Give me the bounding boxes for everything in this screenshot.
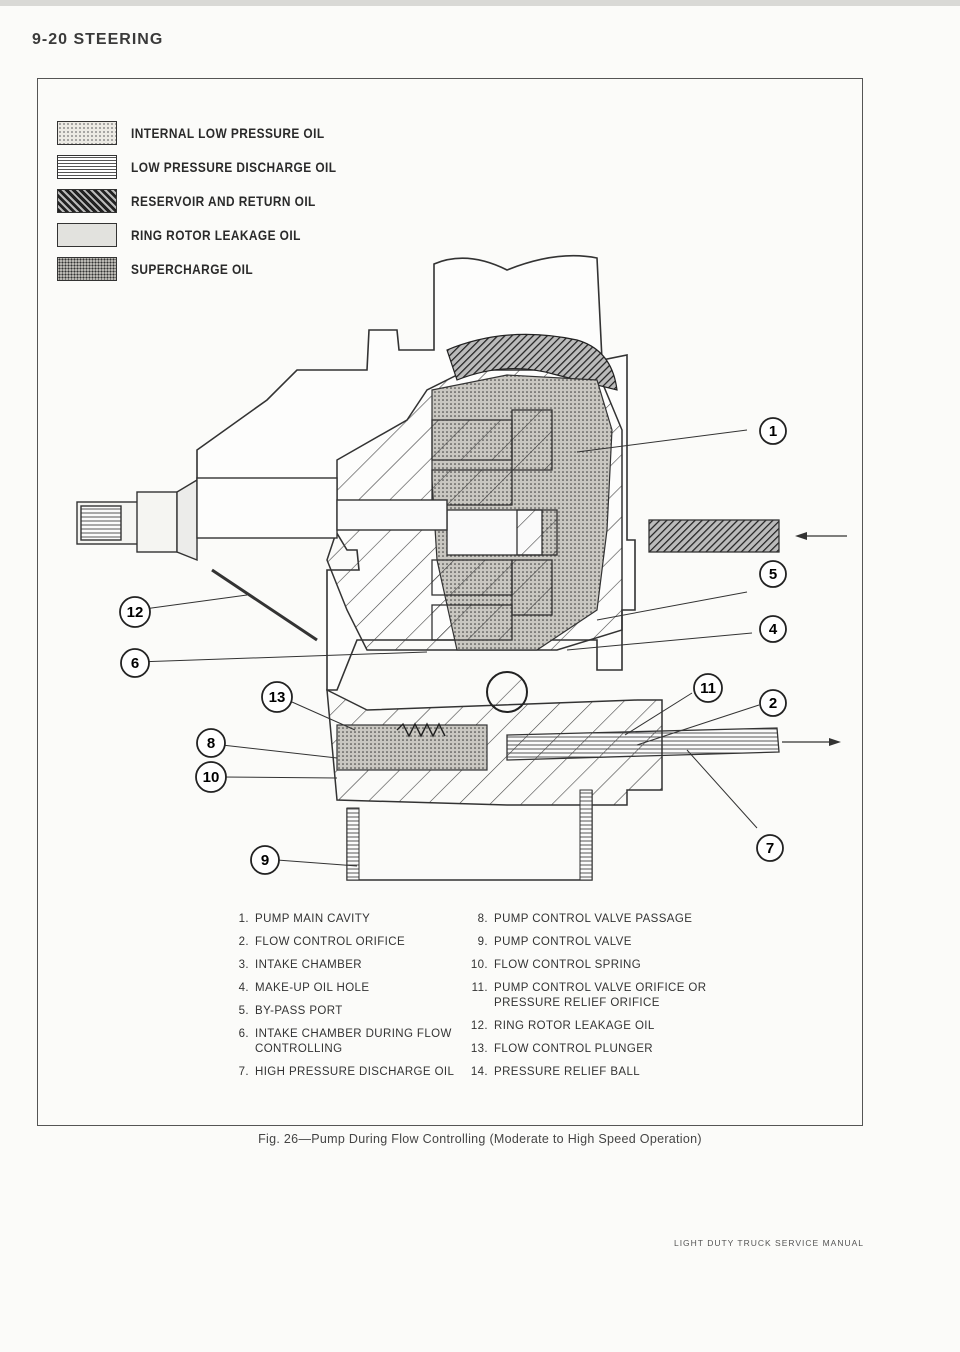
legend-item-reservoir-return: RESERVOIR AND RETURN OIL xyxy=(57,184,373,218)
svg-text:7: 7 xyxy=(766,840,774,857)
part-item: 4.MAKE-UP OIL HOLE xyxy=(238,981,370,994)
legend-label: SUPERCHARGE OIL xyxy=(131,261,254,277)
legend-swatch xyxy=(57,257,117,281)
svg-text:12: 12 xyxy=(127,604,144,621)
part-item: 13.FLOW CONTROL PLUNGER xyxy=(470,1042,654,1055)
legend-label: RING ROTOR LEAKAGE OIL xyxy=(131,227,301,243)
svg-text:4: 4 xyxy=(769,621,778,638)
rotor-vanes xyxy=(431,409,558,641)
part-item: 14.PRESSURE RELIEF BALL xyxy=(470,1065,641,1078)
part-item: 6.INTAKE CHAMBER DURING FLOW CONTROLLING xyxy=(238,1027,452,1055)
callout-8: 9 xyxy=(250,845,280,875)
pressure-relief-ball xyxy=(486,671,528,713)
legend-label: INTERNAL LOW PRESSURE OIL xyxy=(131,125,325,141)
callout-5: 5 xyxy=(759,560,787,588)
figure-caption: Fig. 26—Pump During Flow Controlling (Mo… xyxy=(258,1132,702,1146)
legend-label: RESERVOIR AND RETURN OIL xyxy=(131,193,316,209)
legend-swatch xyxy=(57,121,117,145)
footer-manual-title: LIGHT DUTY TRUCK SERVICE MANUAL xyxy=(673,1238,864,1248)
ring-rotor-leakage-drill xyxy=(211,568,318,642)
leader-lines xyxy=(136,429,760,867)
part-item: 5.BY-PASS PORT xyxy=(238,1004,343,1017)
svg-text:11: 11 xyxy=(700,680,716,697)
figure-frame xyxy=(37,78,863,1126)
reservoir-cap xyxy=(446,333,618,391)
part-item: 10.FLOW CONTROL SPRING xyxy=(470,958,642,971)
pump-cross-section-diagram: 1 5 4 11 2 7 12 6 13 8 10 9 xyxy=(76,254,847,881)
flow-control-spring xyxy=(396,722,446,738)
part-item: 3.INTAKE CHAMBER xyxy=(238,958,362,971)
legend-swatch xyxy=(57,223,117,247)
legend-item-ring-rotor-leakage: RING ROTOR LEAKAGE OIL xyxy=(57,218,373,252)
reservoir-return-pipe xyxy=(648,519,780,553)
drive-shaft xyxy=(76,477,448,562)
legend-item-internal-low-pressure: INTERNAL LOW PRESSURE OIL xyxy=(57,116,373,150)
callout-4: 4 xyxy=(759,615,787,643)
svg-text:5: 5 xyxy=(769,566,777,583)
legend-item-supercharge: SUPERCHARGE OIL xyxy=(57,252,373,286)
legend-swatch xyxy=(57,155,117,179)
part-item: 7.HIGH PRESSURE DISCHARGE OIL xyxy=(238,1065,455,1078)
part-item: 1.PUMP MAIN CAVITY xyxy=(238,913,371,925)
svg-text:2: 2 xyxy=(769,695,777,712)
legend-swatch xyxy=(57,189,117,213)
parts-list-left: 1.PUMP MAIN CAVITY 2.FLOW CONTROL ORIFIC… xyxy=(227,912,467,1088)
callout-11: 11 xyxy=(693,673,723,703)
svg-text:13: 13 xyxy=(269,689,286,706)
callout-2: 2 xyxy=(759,689,787,717)
flow-arrow-in-head xyxy=(795,532,807,540)
legend-label: LOW PRESSURE DISCHARGE OIL xyxy=(131,159,337,175)
part-item: 12.RING ROTOR LEAKAGE OIL xyxy=(470,1019,655,1032)
part-item: 2.FLOW CONTROL ORIFICE xyxy=(238,935,406,948)
svg-text:1: 1 xyxy=(769,423,777,440)
svg-text:8: 8 xyxy=(207,735,215,752)
callout-6: 6 xyxy=(120,648,150,678)
flow-control-plunger xyxy=(336,724,488,771)
passage-left-column xyxy=(346,807,360,881)
legend-item-low-pressure-discharge: LOW PRESSURE DISCHARGE OIL xyxy=(57,150,373,184)
callout-1: 1 xyxy=(759,417,787,445)
callout-9: 8 xyxy=(196,728,226,758)
svg-text:10: 10 xyxy=(203,769,220,786)
part-item: 11.PUMP CONTROL VALVE ORIFICE OR PRESSUR… xyxy=(471,981,707,1009)
part-item: 9.PUMP CONTROL VALVE xyxy=(477,935,632,948)
flow-arrow-out-head xyxy=(829,738,841,746)
callout-12: 12 xyxy=(119,596,151,628)
passage-right-column xyxy=(579,789,593,881)
legend: INTERNAL LOW PRESSURE OIL LOW PRESSURE D… xyxy=(57,116,373,286)
callout-13: 13 xyxy=(261,681,293,713)
running-head: 9-20 STEERING xyxy=(32,31,164,48)
svg-text:6: 6 xyxy=(131,655,139,672)
part-item: 8.PUMP CONTROL VALVE PASSAGE xyxy=(477,913,693,925)
parts-list-right: 8.PUMP CONTROL VALVE PASSAGE 9.PUMP CONT… xyxy=(466,912,766,1088)
svg-text:9: 9 xyxy=(261,852,269,869)
callout-7: 7 xyxy=(756,834,784,862)
callout-10: 10 xyxy=(195,761,227,793)
page-top-rule xyxy=(0,0,960,6)
